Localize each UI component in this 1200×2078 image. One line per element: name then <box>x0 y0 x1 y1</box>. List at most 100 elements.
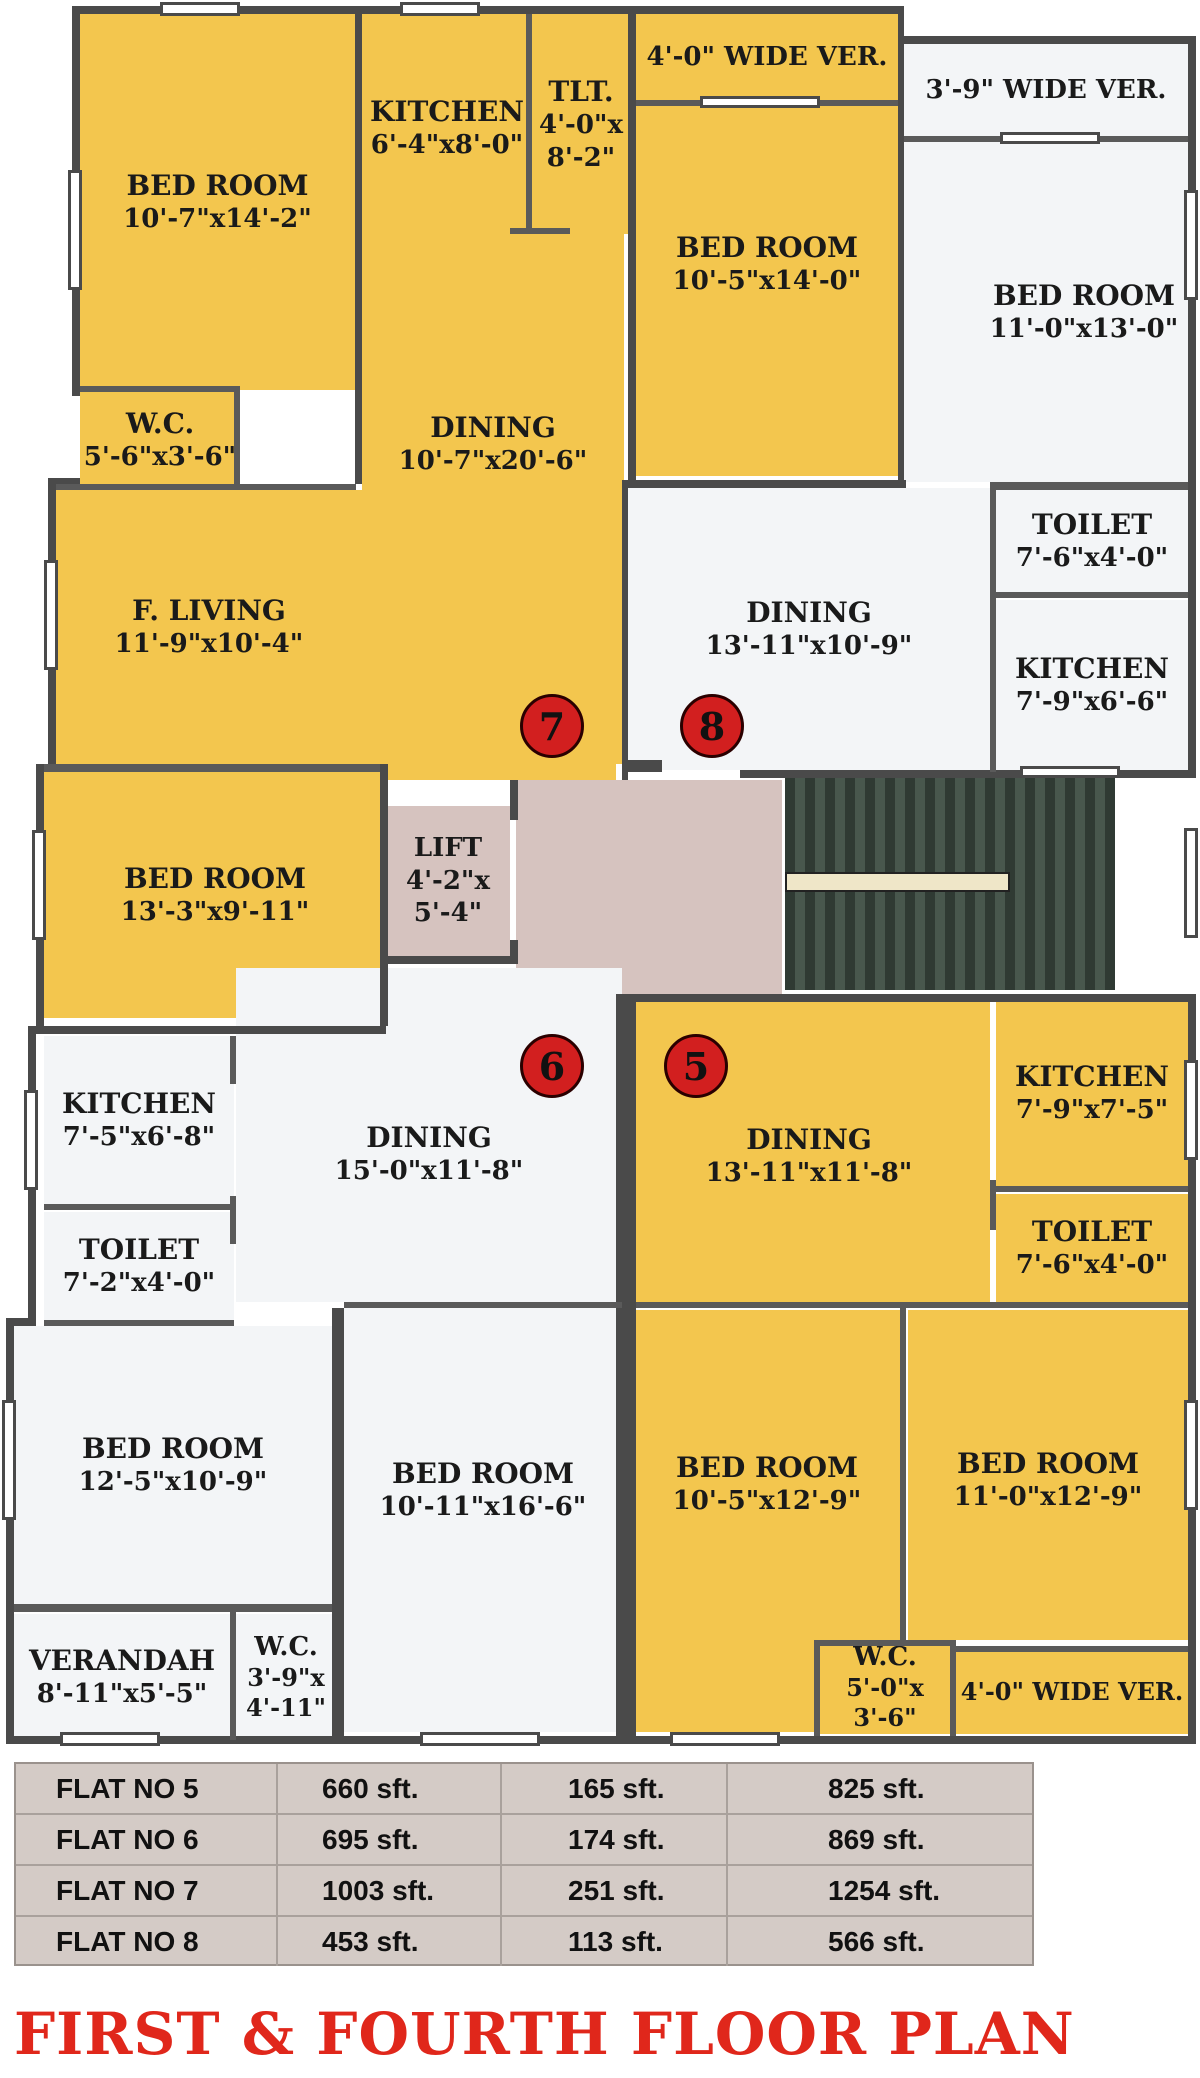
wall <box>355 14 362 484</box>
wall <box>950 1640 956 1736</box>
wall <box>332 1308 344 1740</box>
wall <box>72 6 904 14</box>
flat6-toilet: TOILET 7'-2"x4'-0" <box>44 1212 234 1320</box>
window <box>44 560 58 670</box>
common-area: 113 sft. <box>502 1917 728 1966</box>
wall <box>900 1302 906 1642</box>
room-name: TOILET <box>78 1233 200 1267</box>
room-name: KITCHEN <box>1015 652 1169 686</box>
wall <box>380 764 388 1026</box>
flat-7-badge: 7 <box>520 694 584 758</box>
room-name: BED ROOM <box>675 231 859 264</box>
room-dimensions: 10'-11"x16'-6" <box>379 1492 587 1522</box>
wall <box>44 1204 234 1210</box>
wall <box>56 484 356 490</box>
window <box>1020 766 1120 778</box>
flat8-toilet: TOILET 7'-6"x4'-0" <box>996 490 1188 592</box>
floor-plan-title: FIRST & FOURTH FLOOR PLAN <box>14 2000 1075 2068</box>
flat7-toilet: TLT. 4'-0"x 8'-2" <box>532 14 630 234</box>
room-dimensions: 4'-0"x 8'-2" <box>539 110 623 173</box>
flat6-verandah: VERANDAH 8'-11"x5'-5" <box>14 1614 230 1740</box>
wall <box>344 1302 622 1308</box>
room-name: BED ROOM <box>391 1457 575 1490</box>
wall <box>956 1646 1188 1652</box>
table-row: FLAT NO 8 453 sft. 113 sft. 566 sft. <box>16 1917 1032 1968</box>
window <box>24 1090 38 1190</box>
flat8-wide-verandah: 3'-9" WIDE VER. <box>904 44 1188 136</box>
room-dimensions: 12'-5"x10'-9" <box>78 1467 268 1498</box>
flat5-bedroom-1: BED ROOM 10'-5"x12'-9" <box>634 1310 900 1640</box>
window <box>60 1732 160 1746</box>
flat7-kitchen: KITCHEN 6'-4"x8'-0" <box>362 14 532 234</box>
room-dimensions: 10'-7"x20'-6" <box>398 446 588 476</box>
room-name: TOILET <box>1031 1215 1153 1249</box>
flat7-passage <box>386 764 616 780</box>
room-dimensions: 11'-0"x12'-9" <box>953 1482 1143 1512</box>
flat-6-badge: 6 <box>520 1034 584 1098</box>
flat-number: FLAT NO 5 <box>16 1764 278 1813</box>
window <box>670 1732 780 1746</box>
wall <box>898 6 904 482</box>
flat8-wardrobe-area <box>904 136 980 482</box>
flat6-dining: DINING 15'-0"x11'-8" <box>236 968 622 1302</box>
room-name: TLT. <box>548 75 614 108</box>
carpet-area: 660 sft. <box>278 1764 502 1813</box>
window <box>2 1400 16 1520</box>
room-dimensions: 7'-9"x6'-6" <box>1015 687 1169 718</box>
flat5-bed1-lower <box>634 1640 814 1732</box>
room-name: W.C. <box>254 1631 318 1662</box>
wall <box>636 1302 1188 1308</box>
flat7-bedroom-3: BED ROOM 13'-3"x9'-11" <box>44 772 386 1018</box>
wall <box>990 482 996 772</box>
lift: LIFT 4'-2"x 5'-4" <box>386 806 510 956</box>
room-name: DINING <box>430 411 556 444</box>
room-name: DINING <box>746 1123 872 1156</box>
common-area: 165 sft. <box>502 1764 728 1813</box>
table-row: FLAT NO 7 1003 sft. 251 sft. 1254 sft. <box>16 1866 1032 1917</box>
flat5-wc: W.C. 5'-0"x 3'-6" <box>820 1640 950 1734</box>
window <box>400 2 480 16</box>
room-dimensions: 3'-9"x 4'-11" <box>246 1663 326 1723</box>
room-dimensions: 11'-9"x10'-4" <box>114 629 304 660</box>
wall <box>622 480 906 488</box>
room-dimensions: 6'-4"x8'-0" <box>370 130 524 160</box>
room-dimensions: 10'-5"x14'-0" <box>672 266 862 296</box>
wall <box>44 1320 234 1326</box>
wall <box>898 36 1196 44</box>
room-name: 4'-0" WIDE VER. <box>960 1677 1184 1706</box>
room-name: DINING <box>746 596 872 630</box>
flat7-wc: W.C. 5'-6"x3'-6" <box>80 390 240 490</box>
wall <box>28 1026 386 1034</box>
flat5-bedroom-2: BED ROOM 11'-0"x12'-9" <box>908 1310 1188 1640</box>
wall <box>230 1036 236 1084</box>
room-name: BED ROOM <box>81 1432 265 1466</box>
flat6-kitchen: KITCHEN 7'-5"x6'-8" <box>44 1036 234 1204</box>
lift-lobby <box>516 780 782 994</box>
room-name: F. LIVING <box>132 594 286 628</box>
window <box>1184 828 1198 938</box>
wall <box>1188 36 1196 776</box>
table-row: FLAT NO 6 695 sft. 174 sft. 869 sft. <box>16 1815 1032 1866</box>
badge-number: 7 <box>538 703 566 749</box>
wall <box>230 1608 236 1740</box>
wall <box>628 760 662 772</box>
room-name: VERANDAH <box>28 1644 216 1678</box>
wall <box>526 14 532 234</box>
room-dimensions: 10'-7"x14'-2" <box>123 204 312 235</box>
total-area: 1254 sft. <box>828 1875 941 1906</box>
stair-handrail <box>785 872 1010 892</box>
table-row: FLAT NO 5 660 sft. 165 sft. 825 sft. <box>16 1764 1032 1815</box>
room-dimensions: 8'-11"x5'-5" <box>36 1679 208 1710</box>
window <box>1184 1400 1198 1510</box>
total-area: 869 sft. <box>828 1824 925 1855</box>
wall <box>234 386 240 490</box>
flat-number: FLAT NO 7 <box>16 1866 278 1915</box>
flat6-bedroom-2: BED ROOM 10'-11"x16'-6" <box>344 1308 622 1732</box>
wall <box>628 994 1196 1002</box>
room-dimensions: 7'-5"x6'-8" <box>62 1122 216 1153</box>
wall <box>628 14 636 480</box>
wall <box>80 386 240 392</box>
room-dimensions: 11'-0"x13'-0" <box>989 314 1179 345</box>
wall <box>6 1318 14 1744</box>
room-name: LIFT <box>413 833 483 864</box>
